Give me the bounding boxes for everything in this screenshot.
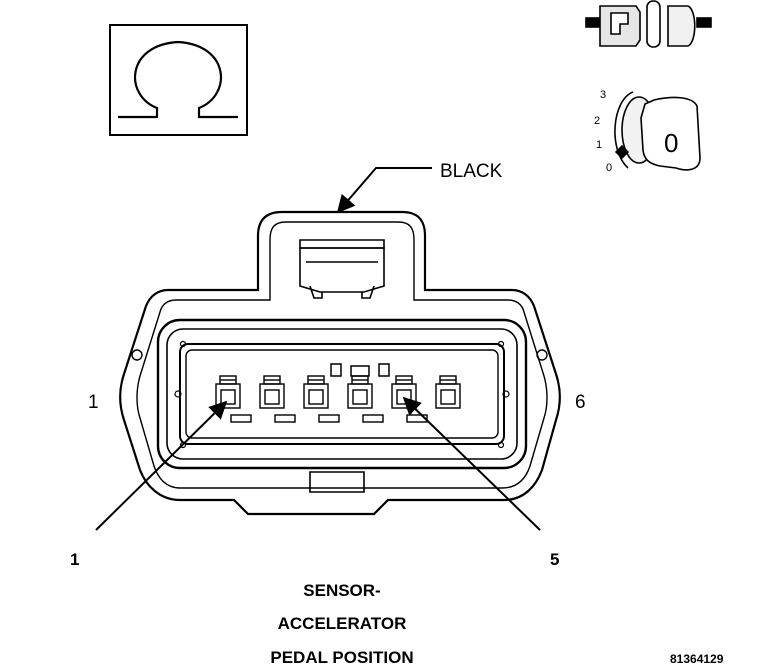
- figure-code: 81364129: [670, 652, 724, 666]
- terminal-cavity-2: [259, 375, 296, 423]
- callout-label-pin-a: 1: [70, 550, 79, 569]
- ohm-meter-icon: [109, 24, 248, 136]
- callout-arrow-pin-b: [402, 396, 541, 531]
- ignition-position-2: 2: [594, 115, 600, 127]
- color-label-leader: [336, 167, 432, 214]
- terminal-cavity-6: [435, 375, 461, 409]
- locking-latch: [299, 239, 385, 299]
- connector-color-label: BLACK: [440, 161, 503, 182]
- caption-line-2: ACCELERATOR: [278, 614, 407, 633]
- ignition-position-1: 1: [596, 139, 602, 151]
- callout-label-pin-b: 5: [550, 550, 559, 569]
- ignition-position-3: 3: [600, 89, 606, 101]
- terminal-cavities: [215, 375, 461, 423]
- connector-body: [119, 210, 561, 516]
- ignition-key-label: 0: [664, 128, 678, 158]
- ignition-position-0: 0: [606, 162, 612, 174]
- connector-end-label-left: 1: [88, 392, 99, 413]
- callout-arrow-pin-a: [95, 400, 228, 531]
- terminal-cavity-3: [303, 375, 340, 423]
- connector-end-label-right: 6: [575, 392, 586, 413]
- ignition-key-icon: 3 2 1 0 0: [594, 89, 701, 174]
- terminal-cavity-4: [347, 375, 384, 423]
- polarization-keys: [330, 363, 390, 377]
- disconnected-connector-icon: [585, 0, 712, 48]
- caption-line-3: PEDAL POSITION: [270, 648, 413, 667]
- terminal-cavity-1: [215, 375, 252, 423]
- caption-line-1: SENSOR-: [303, 581, 380, 600]
